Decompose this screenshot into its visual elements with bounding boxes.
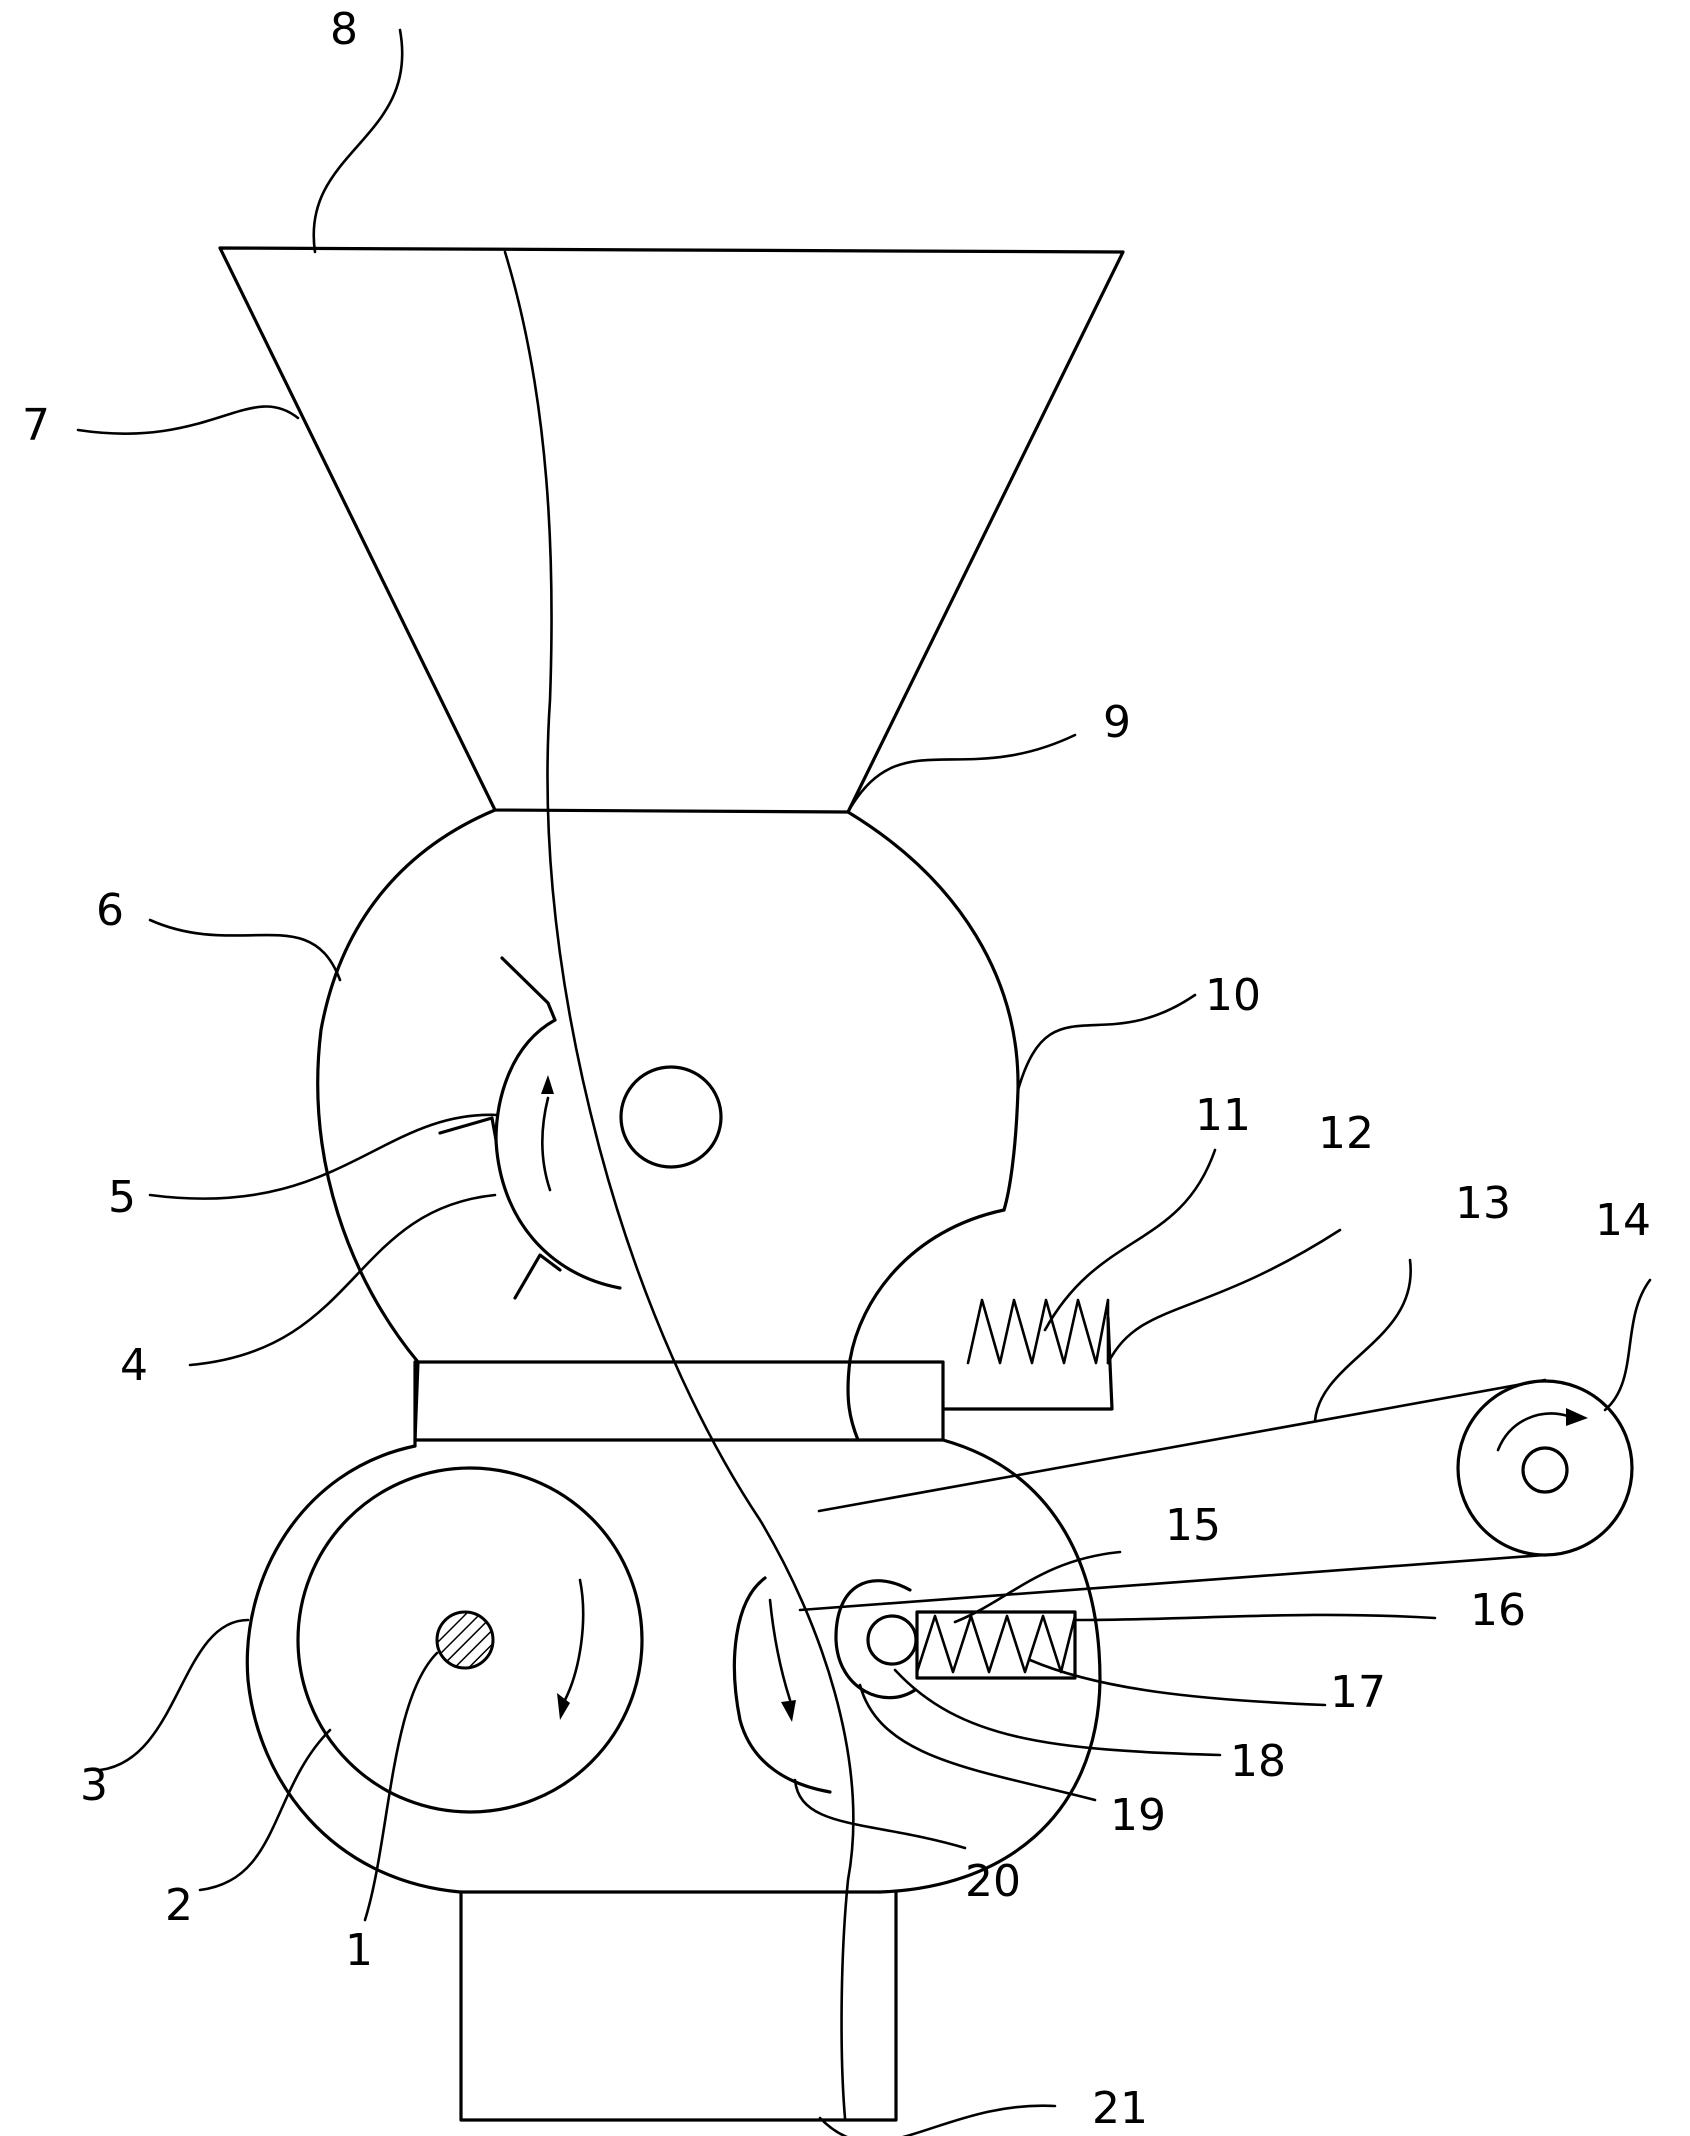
label-15: 15	[1165, 1500, 1221, 1551]
leader-1	[363, 1651, 439, 1922]
label-11: 11	[1195, 1090, 1251, 1141]
pressure-roller	[732, 1576, 832, 1794]
label-21: 21	[1092, 2083, 1148, 2134]
label-10: 10	[1205, 970, 1261, 1021]
label-20: 20	[965, 1856, 1021, 1907]
leader-14	[1603, 1278, 1652, 1412]
label-4: 4	[120, 1340, 148, 1391]
leader-18	[893, 1668, 1222, 1757]
leader-21	[818, 2104, 1057, 2136]
label-9: 9	[1103, 697, 1131, 748]
main-rotation-arrow	[563, 1578, 585, 1702]
spring-bracket	[941, 1316, 1114, 1411]
upper-shaft-circle	[619, 1065, 723, 1169]
main-roller	[296, 1466, 644, 1814]
roller-rotation-arrowhead	[541, 1075, 554, 1094]
leader-20	[793, 1778, 967, 1850]
gate-spring	[966, 1298, 1110, 1365]
toothed-roller	[438, 956, 622, 1300]
label-1: 1	[345, 1925, 373, 1976]
hopper	[218, 246, 1125, 814]
leader-7	[76, 405, 300, 435]
section-line	[503, 250, 855, 2120]
label-6: 6	[96, 885, 124, 936]
pressure-rotation-arrowhead	[781, 1700, 796, 1722]
label-16: 16	[1470, 1585, 1526, 1636]
tension-pin	[866, 1614, 918, 1666]
label-2: 2	[165, 1880, 193, 1931]
leader-11	[1043, 1148, 1217, 1332]
leader-13	[1313, 1258, 1412, 1423]
label-14: 14	[1595, 1195, 1651, 1246]
leader-15	[953, 1550, 1122, 1624]
leader-9	[846, 733, 1077, 814]
pulley-hub	[1521, 1446, 1569, 1494]
label-3: 3	[80, 1760, 108, 1811]
leader-17	[1028, 1658, 1327, 1707]
leader-2	[198, 1728, 332, 1892]
leader-8	[312, 28, 404, 254]
label-19: 19	[1110, 1790, 1166, 1841]
label-8: 8	[330, 4, 358, 55]
main-shaft	[435, 1610, 495, 1670]
leader-10	[1016, 993, 1197, 1092]
spring-housing	[915, 1610, 1077, 1680]
label-7: 7	[22, 400, 50, 451]
leader-16	[1073, 1613, 1437, 1622]
tension-assembly	[834, 1579, 1077, 1700]
leader-5	[148, 1113, 500, 1200]
leader-3	[98, 1618, 250, 1772]
label-17: 17	[1330, 1667, 1386, 1718]
pulley-rotation-arrow	[1496, 1412, 1570, 1452]
leader-19	[858, 1683, 1097, 1802]
pulley-rotation-arrowhead	[1566, 1408, 1588, 1426]
part-labels: 8 7 9 6 10 11 12 13 14 5 4 15 16 17 18 1…	[22, 4, 1651, 2134]
roller-rotation-arrow	[540, 1096, 552, 1192]
label-13: 13	[1455, 1178, 1511, 1229]
label-5: 5	[108, 1172, 136, 1223]
spring-gate	[846, 1208, 1114, 1442]
leader-lines	[76, 28, 1652, 2136]
tension-spring	[915, 1614, 1077, 1674]
leader-6	[148, 918, 342, 982]
upper-housing	[316, 808, 1020, 1364]
lower-housing	[245, 1438, 1102, 1894]
main-rotation-arrowhead	[557, 1693, 570, 1720]
discharge-chute	[459, 1890, 898, 2122]
drive-pulley	[1456, 1379, 1634, 1557]
leader-12	[1106, 1228, 1342, 1365]
leader-4	[188, 1193, 497, 1367]
pressure-rotation-arrow	[768, 1598, 792, 1702]
label-12: 12	[1318, 1108, 1374, 1159]
label-18: 18	[1230, 1736, 1286, 1787]
drive-belt	[798, 1378, 1634, 1612]
